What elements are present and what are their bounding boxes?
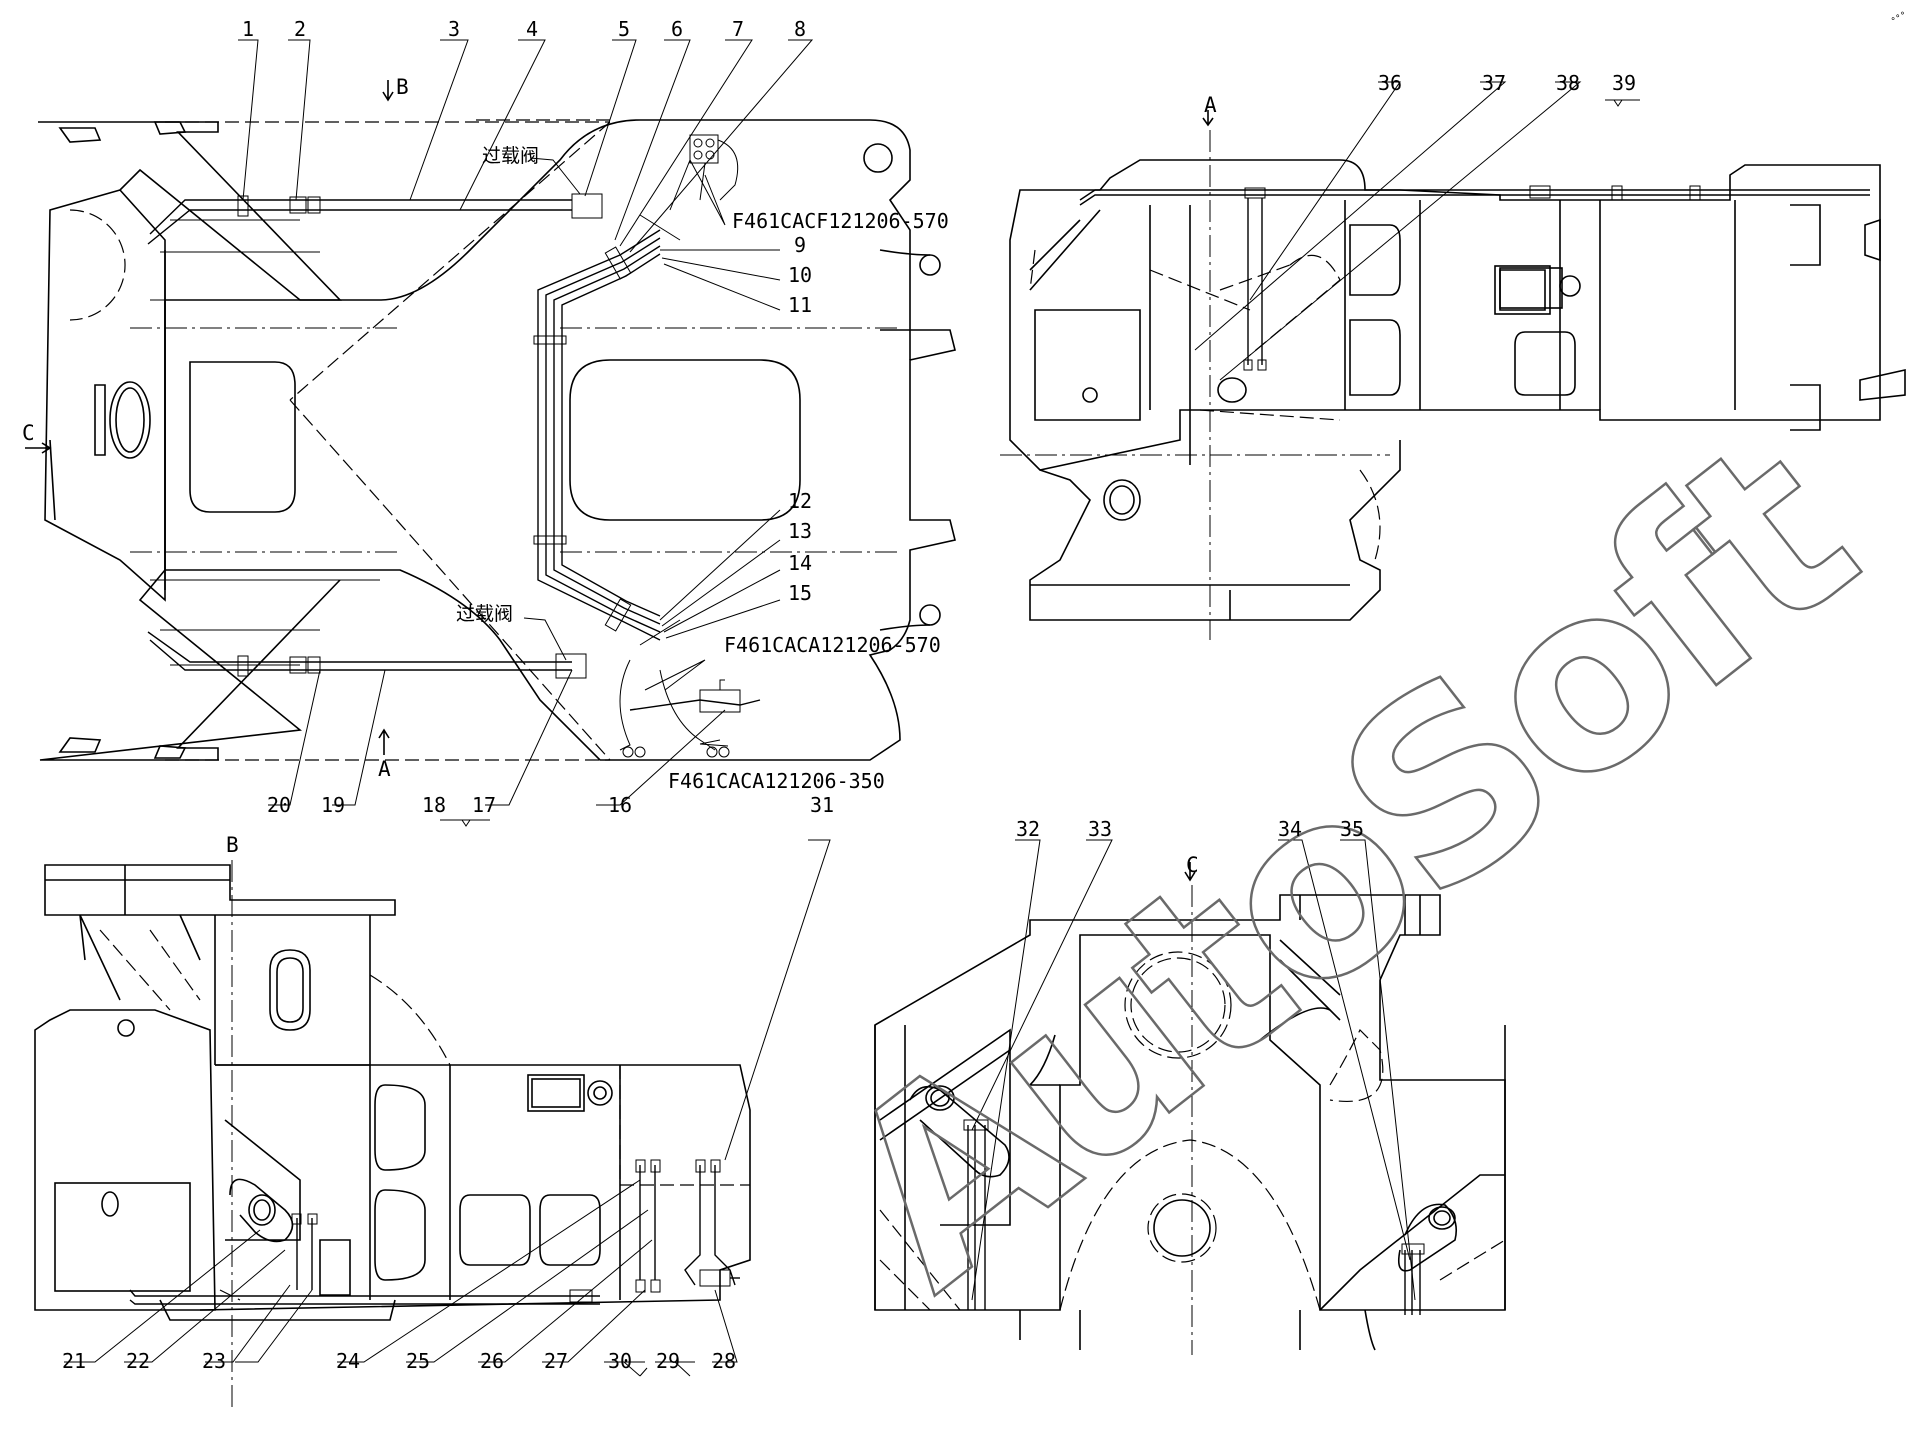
callout-19: 19 [321,793,345,817]
callout-34: 34 [1278,817,1302,841]
callout-7: 7 [732,17,744,41]
callout-3: 3 [448,17,460,41]
callout-22: 22 [126,1349,150,1373]
callout-28: 28 [712,1349,736,1373]
hose-code-lower: F461CACA121206-350 [668,769,885,793]
callout-31: 31 [810,793,834,817]
callout-23: 23 [202,1349,226,1373]
hose-code-middle: F461CACA121206-570 [724,633,941,657]
callout-37: 37 [1482,71,1506,95]
view-arrow-b: B [396,75,409,99]
callout-13: 13 [788,519,812,543]
overload-valve-label-bottom: 过载阀 [456,603,513,625]
annotation-text: 过载阀 过载阀 F461CACF121206-570 F461CACA12120… [22,10,1909,877]
section-view-b [34,839,831,1410]
callout-21: 21 [62,1349,86,1373]
callout-29: 29 [656,1349,680,1373]
callout-17: 17 [472,793,496,817]
section-view-c [874,839,1506,1355]
callout-18: 18 [422,793,446,817]
callout-1: 1 [242,17,254,41]
callout-15: 15 [788,581,812,605]
callout-39: 39 [1612,71,1636,95]
callout-30: 30 [608,1349,632,1373]
callout-8: 8 [794,17,806,41]
callout-24: 24 [336,1349,360,1373]
section-view-a [1000,81,1906,640]
callout-26: 26 [480,1349,504,1373]
callout-38: 38 [1556,71,1580,95]
callout-labels: 1 2 3 4 5 6 7 8 9 10 11 12 13 14 15 16 1… [62,17,1636,1373]
watermark: AutoSoft [791,386,1901,1343]
callout-20: 20 [267,793,291,817]
callout-9: 9 [794,233,806,257]
callout-32: 32 [1016,817,1040,841]
corner-mark: °°° [1890,10,1909,27]
overload-valve-label-top: 过载阀 [482,145,539,167]
callout-27: 27 [544,1349,568,1373]
callout-6: 6 [671,17,683,41]
callout-2: 2 [294,17,306,41]
section-label-a: A [1204,93,1217,117]
callout-25: 25 [406,1349,430,1373]
callout-5: 5 [618,17,630,41]
section-label-b: B [226,833,239,857]
callout-12: 12 [788,489,812,513]
callout-11: 11 [788,293,812,317]
callout-14: 14 [788,551,812,575]
callout-35: 35 [1340,817,1364,841]
view-arrow-c: C [22,421,35,445]
view-arrow-a: A [378,757,391,781]
section-label-c: C [1186,853,1199,877]
hose-code-upper: F461CACF121206-570 [732,209,949,233]
callout-33: 33 [1088,817,1112,841]
callout-16: 16 [608,793,632,817]
callout-4: 4 [526,17,538,41]
plan-view [25,39,956,827]
callout-36: 36 [1378,71,1402,95]
callout-10: 10 [788,263,812,287]
